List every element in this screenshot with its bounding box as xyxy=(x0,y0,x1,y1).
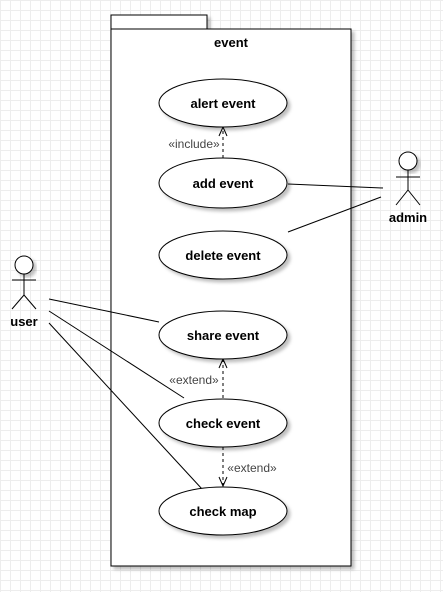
actor-user-label: user xyxy=(10,314,37,329)
use-case-delete-event[interactable]: delete event xyxy=(158,230,288,280)
assoc-admin-delete-event xyxy=(287,196,382,233)
assoc-admin-add-event xyxy=(287,183,384,189)
use-case-label: check event xyxy=(186,416,261,431)
extend-label-share: «extend» xyxy=(169,373,219,387)
actor-admin-label: admin xyxy=(389,210,427,225)
assoc-user-share-event xyxy=(48,298,160,323)
use-case-add-event[interactable]: add event xyxy=(158,157,288,209)
associations xyxy=(48,183,384,490)
extend-label-map: «extend» xyxy=(227,461,277,475)
use-case-label: alert event xyxy=(190,96,256,111)
actor-admin[interactable] xyxy=(395,151,421,206)
actor-user[interactable] xyxy=(11,255,37,310)
include-label: «include» xyxy=(168,137,220,151)
use-case-check-event[interactable]: check event xyxy=(158,398,288,448)
assoc-user-check-map xyxy=(48,322,203,490)
actor-head xyxy=(398,151,418,171)
use-case-check-map[interactable]: check map xyxy=(158,486,288,536)
actor-head xyxy=(14,255,34,275)
use-case-label: check map xyxy=(189,504,256,519)
assoc-user-check-event xyxy=(48,310,185,399)
extend-map-arrowhead xyxy=(218,476,228,488)
use-case-label: add event xyxy=(193,176,254,191)
use-case-label: delete event xyxy=(185,248,261,263)
use-case-label: share event xyxy=(187,328,260,343)
use-case-alert-event[interactable]: alert event xyxy=(158,78,288,128)
package-tab xyxy=(110,14,208,30)
package-title: event xyxy=(214,35,249,50)
use-case-share-event[interactable]: share event xyxy=(158,310,288,360)
